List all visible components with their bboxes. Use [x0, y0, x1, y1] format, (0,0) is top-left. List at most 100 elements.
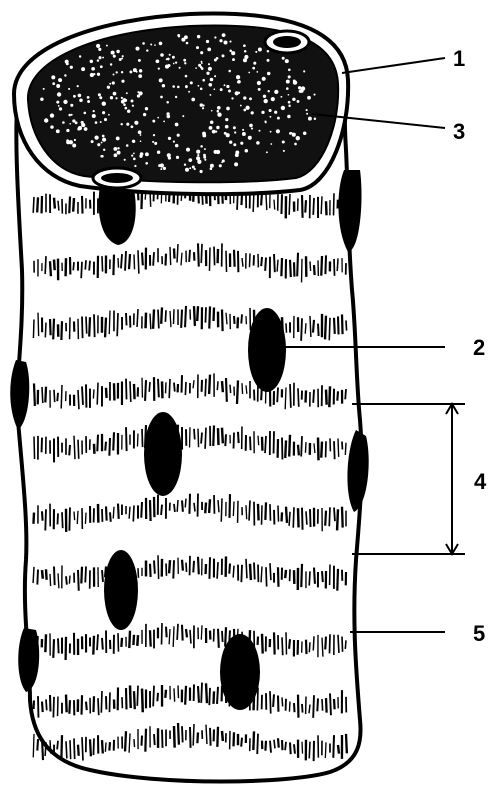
- striation-mark: [129, 733, 130, 752]
- speckle: [87, 100, 90, 103]
- striation-mark: [61, 321, 62, 340]
- speckle: [196, 46, 199, 49]
- striation-mark: [61, 735, 62, 758]
- striation-mark: [58, 573, 59, 588]
- striation-mark: [109, 742, 110, 750]
- striation-mark: [209, 557, 210, 579]
- speckle: [226, 85, 229, 88]
- striation-mark: [257, 687, 258, 710]
- striation-mark: [217, 687, 218, 704]
- speckle: [245, 106, 249, 110]
- speckle: [204, 148, 206, 150]
- striation-mark: [89, 261, 90, 271]
- striation-mark: [105, 318, 106, 338]
- speckle: [303, 132, 307, 136]
- striation-mark: [214, 247, 215, 266]
- speckle: [216, 126, 219, 129]
- striation-mark: [249, 500, 250, 520]
- speckle: [182, 115, 184, 117]
- speckle: [113, 92, 117, 96]
- speckle: [285, 59, 289, 63]
- striation-mark: [305, 442, 306, 453]
- speckle: [131, 154, 133, 156]
- striation-mark: [77, 511, 78, 524]
- striation-mark: [37, 739, 38, 750]
- speckle: [259, 130, 261, 132]
- striation-mark: [289, 512, 290, 526]
- speckle: [201, 62, 203, 64]
- speckle: [183, 59, 186, 62]
- speckle: [50, 113, 54, 117]
- striation-mark: [33, 319, 34, 338]
- striation-mark: [50, 319, 51, 335]
- striation-mark: [298, 388, 299, 407]
- striation-mark: [273, 694, 274, 707]
- striation-mark: [109, 311, 110, 335]
- striation-mark: [106, 388, 107, 398]
- striation-mark: [145, 729, 146, 752]
- striation-mark: [250, 437, 251, 451]
- speckle: [185, 168, 189, 172]
- striation-mark: [314, 265, 315, 275]
- striation-mark: [298, 508, 299, 527]
- striation-mark: [158, 555, 159, 579]
- speckle: [102, 57, 104, 59]
- speckle: [62, 121, 65, 124]
- striation-mark: [90, 739, 91, 756]
- speckle: [201, 61, 203, 63]
- striation-mark: [334, 441, 335, 459]
- speckle: [198, 64, 201, 67]
- striation-mark: [33, 513, 34, 524]
- speckle: [132, 140, 135, 143]
- striation-mark: [57, 513, 58, 524]
- speckle: [127, 109, 130, 112]
- striation-mark: [86, 702, 87, 710]
- speckle: [129, 70, 132, 73]
- striation-mark: [174, 726, 175, 748]
- speckle: [283, 150, 285, 152]
- striation-mark: [129, 507, 130, 519]
- speckle: [298, 86, 301, 89]
- striation-mark: [337, 569, 338, 591]
- striation-mark: [173, 560, 174, 578]
- striation-mark: [325, 637, 326, 650]
- speckle: [74, 139, 76, 141]
- striation-mark: [61, 385, 62, 409]
- striation-mark: [209, 306, 210, 328]
- speckle: [52, 82, 55, 85]
- speckle: [97, 73, 100, 76]
- striation-mark: [93, 696, 94, 712]
- striation-mark: [102, 638, 103, 650]
- striation-mark: [222, 310, 223, 332]
- speckle: [115, 97, 117, 99]
- striation-mark: [313, 636, 314, 650]
- speckle: [243, 44, 246, 47]
- striation-mark: [265, 258, 266, 271]
- striation-mark: [174, 504, 175, 512]
- speckle: [261, 111, 264, 114]
- speckle: [102, 135, 105, 138]
- speckle: [113, 55, 116, 58]
- striation-mark: [182, 726, 183, 742]
- striation-mark: [178, 723, 179, 745]
- striation-mark: [274, 254, 275, 272]
- striation-mark: [133, 505, 134, 521]
- speckle: [268, 90, 270, 92]
- speckle: [215, 130, 217, 132]
- speckle: [160, 96, 163, 99]
- striation-mark: [78, 570, 79, 591]
- speckle: [40, 97, 43, 100]
- striation-mark: [218, 629, 219, 648]
- striation-mark: [301, 318, 302, 341]
- speckle: [267, 59, 270, 62]
- striation-mark: [309, 571, 310, 585]
- striation-mark: [69, 445, 70, 455]
- speckle: [242, 129, 244, 131]
- speckle: [200, 51, 203, 54]
- striation-mark: [306, 511, 307, 524]
- striation-mark: [186, 563, 187, 572]
- striation-mark: [309, 642, 310, 652]
- speckle: [135, 47, 139, 51]
- striation-mark: [73, 262, 74, 270]
- striation-mark: [182, 625, 183, 641]
